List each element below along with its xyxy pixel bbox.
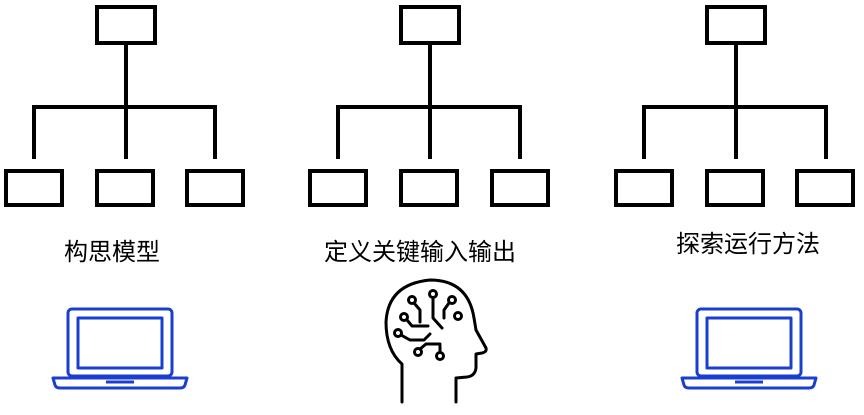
circuit-node: [407, 295, 417, 305]
circuit-node: [393, 328, 403, 338]
laptop-icon: [51, 307, 189, 390]
tree-child-box: [614, 169, 674, 207]
circuit-trace: [412, 301, 422, 324]
circuit-trace: [399, 332, 432, 342]
step-label-3: 探索运行方法: [676, 230, 820, 258]
laptop-base: [680, 376, 818, 390]
tree-child-box: [399, 169, 459, 207]
tree-root-box: [95, 5, 157, 45]
laptop-screen-inner: [76, 316, 164, 370]
step-label-2: 定义关键输入输出: [324, 238, 516, 266]
circuit-trace: [442, 301, 451, 320]
step-label-1: 构思模型: [64, 238, 160, 266]
circuit-node: [413, 347, 423, 357]
circuit-node: [453, 311, 463, 321]
laptop-base: [51, 376, 189, 390]
hierarchy-tree-icon: [614, 5, 855, 207]
circuit-trace: [405, 318, 430, 328]
tree-child-box: [95, 169, 155, 207]
circuit-node: [447, 295, 457, 305]
laptop-screen-outer: [66, 307, 174, 378]
tree-child-box: [4, 169, 64, 207]
circuit-node: [435, 351, 445, 361]
hierarchy-tree-icon: [308, 5, 550, 207]
tree-child-box: [795, 169, 855, 207]
ai-head-icon: [384, 278, 488, 404]
circuit-node: [428, 289, 438, 299]
circuit-node: [399, 312, 409, 322]
laptop-icon: [680, 307, 818, 390]
tree-child-box: [490, 169, 550, 207]
hierarchy-tree-icon: [4, 5, 245, 207]
tree-child-box: [308, 169, 368, 207]
tree-child-box: [705, 169, 765, 207]
tree-root-box: [705, 5, 767, 45]
tree-root-box: [399, 5, 461, 45]
laptop-screen-inner: [705, 316, 793, 370]
laptop-screen-outer: [695, 307, 803, 378]
head-outline: [384, 278, 488, 404]
circuit-trace: [418, 342, 442, 351]
tree-child-box: [185, 169, 245, 207]
circuit-trace: [431, 296, 444, 330]
